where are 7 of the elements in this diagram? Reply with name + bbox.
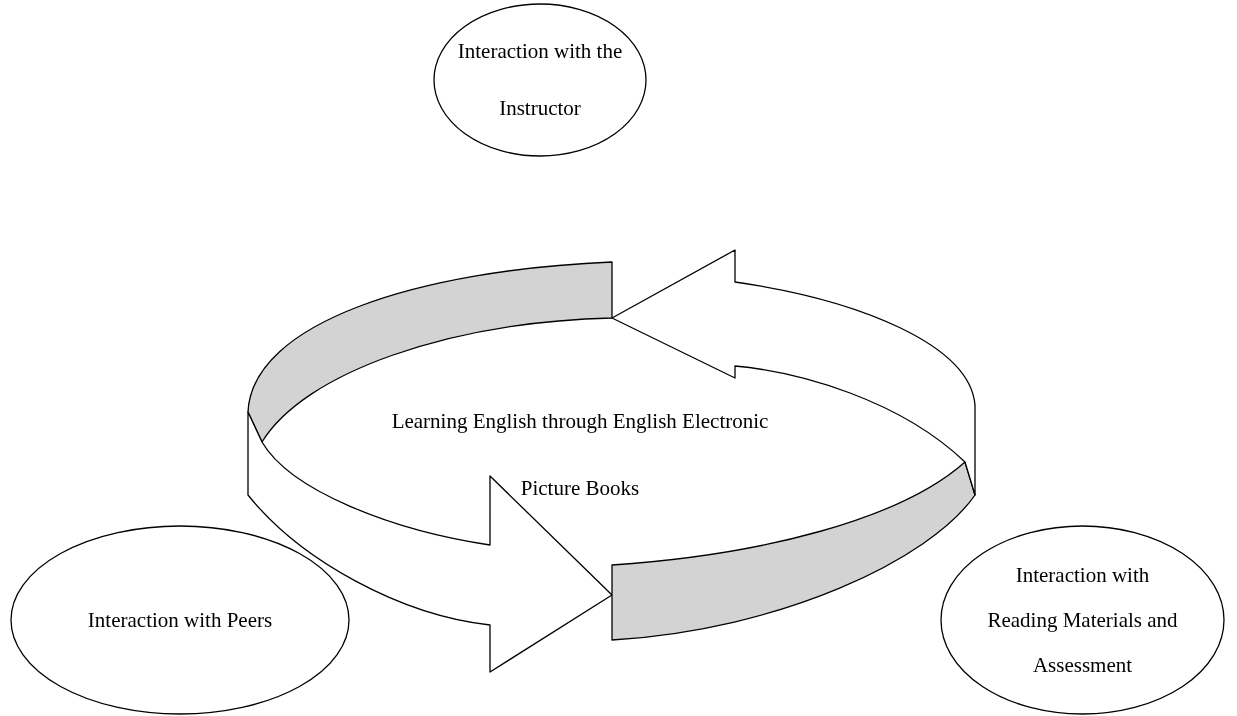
node-text: Interaction with the Instructor [456,38,624,122]
ellipse-node [940,525,1225,715]
ellipse-node [433,3,647,157]
center-text: Learning English through English Electronic Picture Books [390,408,770,502]
ellipse-node [10,525,350,715]
node-text: Interaction with Peers [86,607,274,634]
node-text: Interaction with Reading Materials and Assessment [986,561,1179,679]
